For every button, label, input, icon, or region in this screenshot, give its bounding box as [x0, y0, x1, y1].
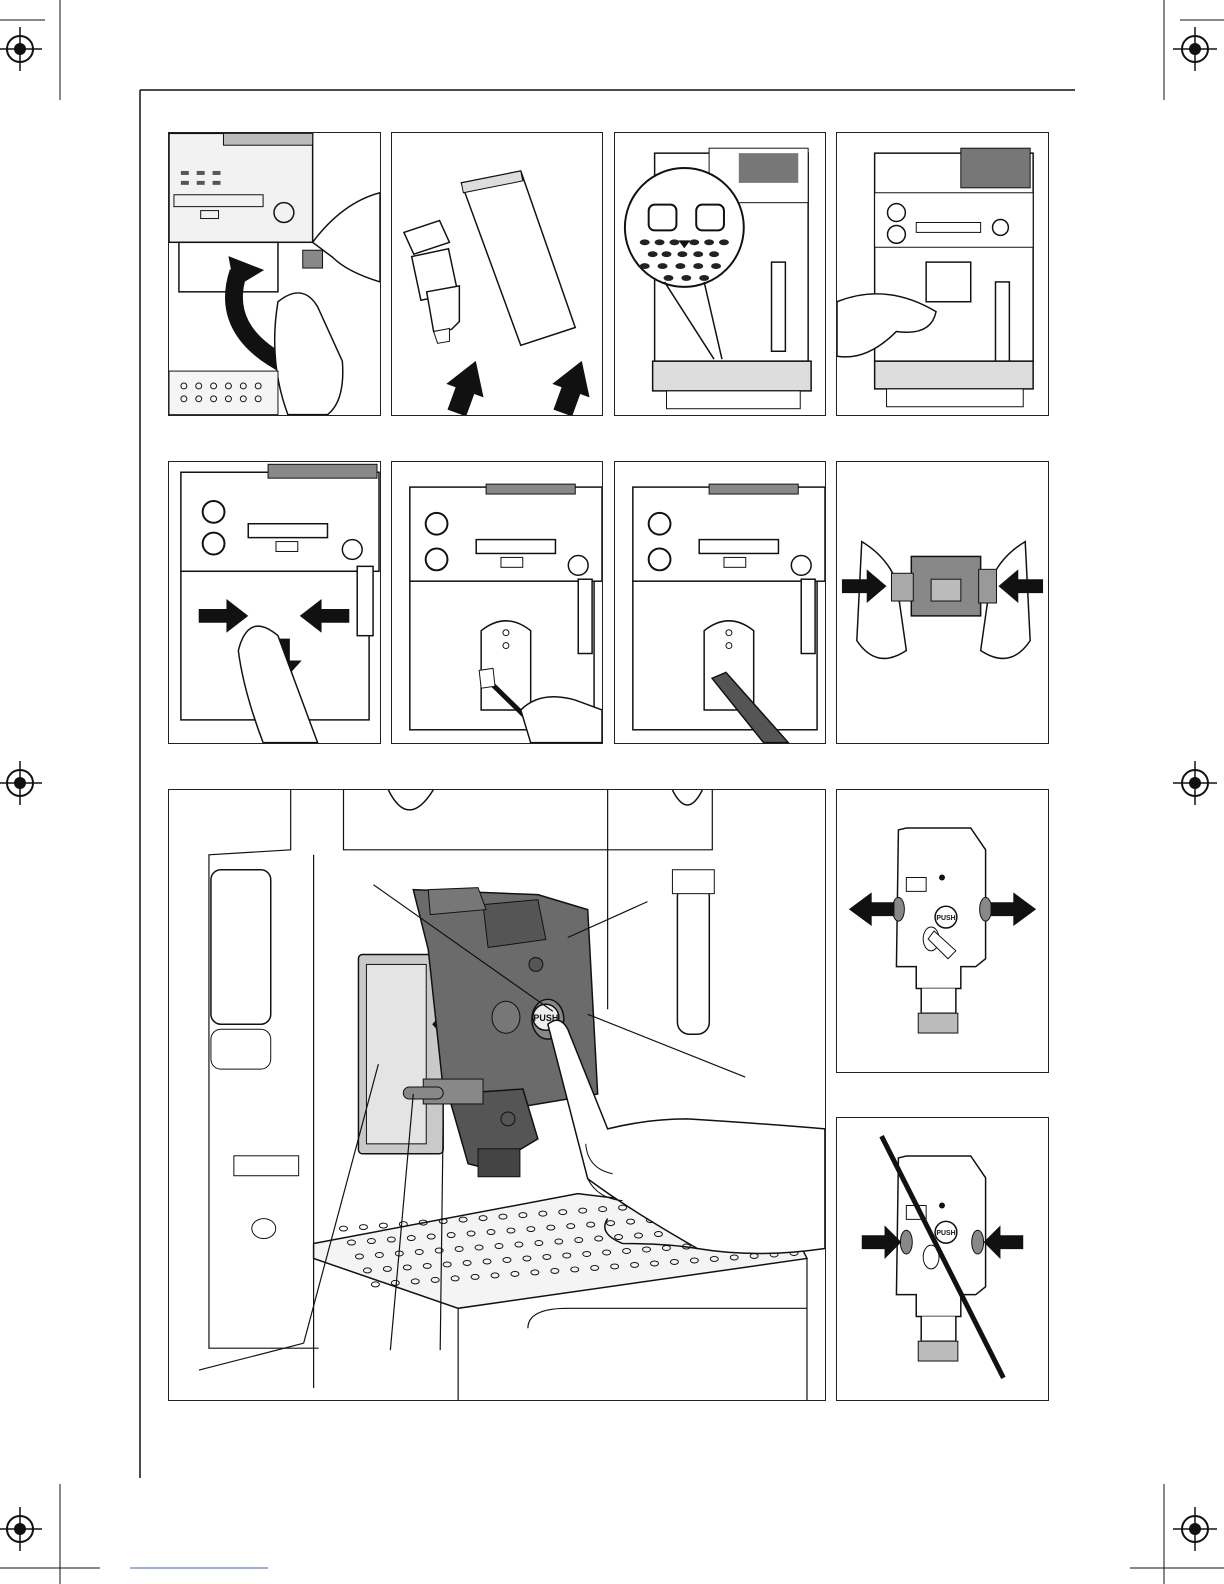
panel-drip-tray-detail: [614, 132, 826, 416]
illustration-drip-tray-detail: [615, 133, 825, 415]
registration-mark-bottom-left: [0, 1507, 42, 1551]
panel-brewing-unit-push: PUSH: [168, 789, 826, 1401]
tray-hole: [379, 1223, 387, 1228]
illustration-clean-with-nozzle: [615, 462, 825, 743]
panel-rotate-spout: [168, 132, 381, 416]
registration-mark-top-right: [1173, 27, 1217, 71]
illustration-hold-brewing-unit: [837, 462, 1048, 743]
registration-mark-mid-right: [1173, 761, 1217, 805]
panel-unit-wrong-position: PUSH: [836, 1117, 1049, 1401]
illustration-brewing-unit-push: PUSH: [169, 790, 825, 1400]
panel-hold-brewing-unit: [836, 461, 1049, 744]
illustration-rotate-spout: [169, 133, 380, 415]
tray-hole: [371, 1282, 379, 1287]
illustration-press-button: [837, 133, 1048, 415]
registration-mark-bottom-right: [1173, 1507, 1217, 1551]
panel-unit-correct-position: PUSH: [836, 789, 1049, 1073]
illustration-spout-and-cartridge: [392, 133, 602, 415]
illustration-release-brewing-unit: [169, 462, 380, 743]
illustration-unit-correct-position: PUSH: [837, 790, 1048, 1072]
panel-press-button: [836, 132, 1049, 416]
illustration-clean-with-brush: [392, 462, 602, 743]
registration-mark-mid-left: [0, 761, 42, 805]
push-button-label: PUSH: [936, 1230, 955, 1237]
tray-hole: [399, 1222, 407, 1227]
push-button-label: PUSH: [936, 915, 955, 922]
panel-clean-with-nozzle: [614, 461, 826, 744]
panel-spout-and-cartridge: [391, 132, 603, 416]
illustration-unit-wrong-position: PUSH: [837, 1118, 1048, 1400]
tray-hole: [359, 1225, 367, 1230]
panel-clean-with-brush: [391, 461, 603, 744]
panel-release-brewing-unit: [168, 461, 381, 744]
registration-mark-top-left: [0, 27, 42, 71]
tray-hole: [340, 1226, 348, 1231]
